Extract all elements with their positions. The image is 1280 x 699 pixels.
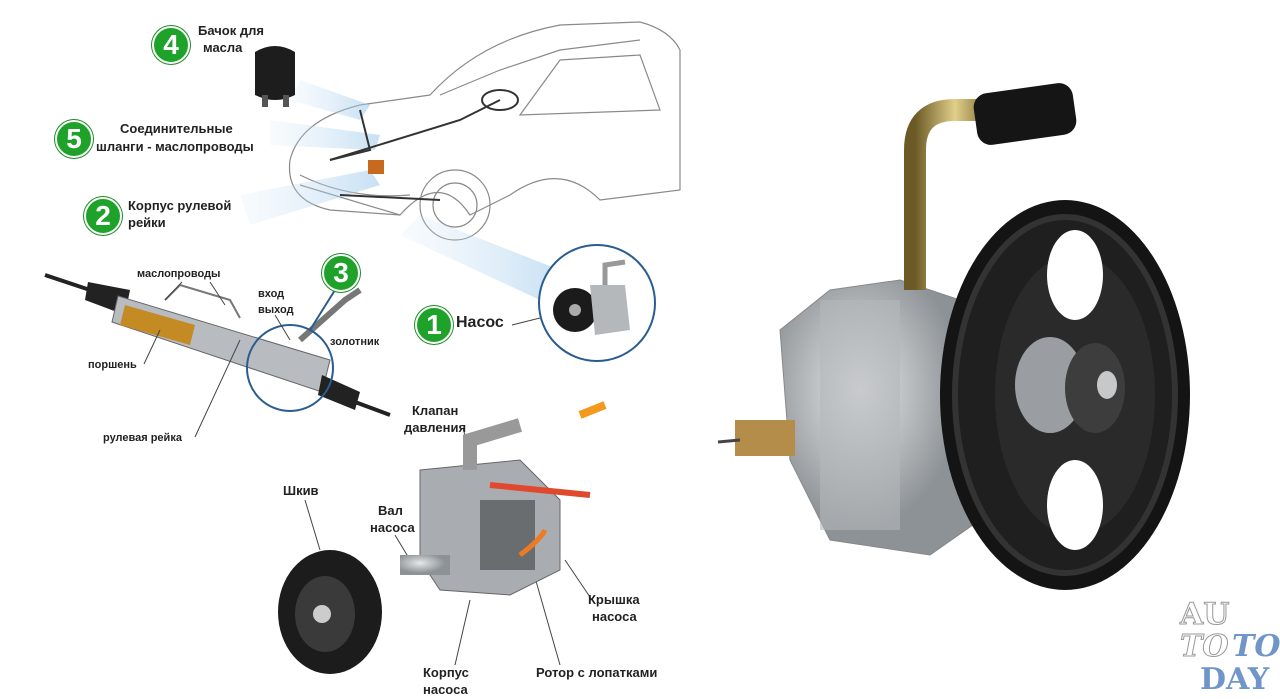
inlet-label: вход: [258, 288, 285, 300]
hoses-label-line1: Соединительные: [120, 121, 233, 136]
oil-lines-label: маслопроводы: [137, 268, 221, 280]
callout-badge-5: 5: [55, 120, 93, 158]
rack-valve-highlight: [368, 160, 384, 174]
body-label-line1: Корпус: [423, 665, 469, 680]
body-label-line2: насоса: [423, 682, 468, 697]
callout-badge-1: 1: [415, 306, 453, 344]
pump-cutaway: [400, 401, 607, 596]
car-outline: [288, 21, 681, 241]
rack-housing-label-line2: рейки: [128, 215, 166, 230]
outlet-label: выход: [258, 304, 294, 316]
piston-label: поршень: [88, 359, 137, 371]
steering-system: [329, 89, 519, 201]
spool-callout-circle: [246, 324, 334, 412]
hoses-label-line2: шланги - маслопроводы: [96, 139, 254, 154]
shaft-label-line2: насоса: [370, 520, 415, 535]
callout-badge-4: 4: [152, 26, 190, 64]
rack-housing-label-line1: Корпус рулевой: [128, 198, 232, 213]
reservoir-label-line1: Бачок для: [198, 23, 264, 38]
callout-badge-2: 2: [84, 197, 122, 235]
cover-label-line2: насоса: [592, 609, 637, 624]
highlight-beams: [240, 80, 560, 300]
valve-label-line2: давления: [404, 420, 467, 435]
oil-reservoir: [255, 46, 295, 107]
callout-badge-3: 3: [322, 254, 360, 292]
cover-label-line1: Крышка: [588, 592, 640, 607]
leader-lines: [143, 281, 593, 666]
reservoir-label-line2: масла: [203, 40, 243, 55]
rack-label: рулевая рейка: [103, 432, 182, 444]
power-steering-pump-photo: [717, 83, 1190, 590]
steering-rack: [44, 273, 391, 417]
rotor-label: Ротор с лопатками: [536, 665, 658, 680]
spool-label: золотник: [330, 336, 380, 348]
shaft-label-line1: Вал: [378, 503, 403, 518]
pulley: [278, 550, 382, 674]
pulley-label: Шкив: [283, 483, 319, 498]
valve-label-line1: Клапан: [412, 403, 459, 418]
pump-label: Насос: [456, 314, 504, 331]
